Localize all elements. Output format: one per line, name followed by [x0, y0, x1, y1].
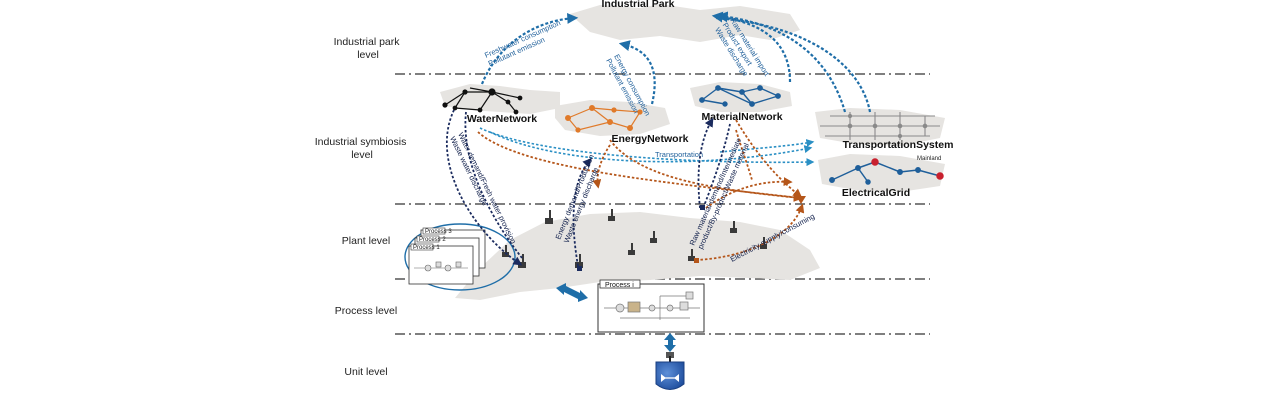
material-node: [757, 85, 763, 91]
material-node: [699, 97, 705, 103]
mainland-label: Mainland: [917, 156, 941, 162]
water-network: [442, 87, 523, 115]
water-node: [513, 109, 519, 115]
process-cards: Process 3 Process 2 Process 1: [408, 227, 486, 285]
water-node: [462, 89, 468, 95]
energy-node: [626, 124, 633, 131]
electrical-grid-network: [829, 158, 944, 185]
process-flowsheet-icon: [604, 291, 700, 320]
double-arrow-icon: [556, 283, 588, 302]
process-flowsheet-icon: [414, 261, 468, 272]
process-unit-arrow: [664, 333, 676, 352]
energy-node: [606, 118, 613, 125]
water-network-label: WaterNetwork: [467, 113, 537, 125]
factory-icon: [760, 237, 767, 249]
process-card-1: Process 1: [408, 243, 474, 285]
svg-text:Process 2: Process 2: [419, 237, 446, 243]
transportation-system-label: TransportationSystem: [843, 139, 954, 151]
reactor-vessel-icon: [655, 352, 685, 390]
energy-node: [564, 114, 571, 121]
svg-text:Process 1: Process 1: [413, 245, 440, 251]
plant-flows: [445, 109, 731, 267]
energy-node: [637, 109, 643, 115]
water-node: [442, 102, 448, 108]
material-network: [699, 85, 781, 107]
svg-text:Process 3: Process 3: [425, 229, 452, 235]
transportation-network: [820, 112, 940, 140]
energy-network: [564, 104, 643, 133]
electrical-grid-label: ElectricalGrid: [842, 187, 910, 199]
energy-network-label: EnergyNetwork: [611, 133, 688, 145]
process-focus-card: Process i: [597, 279, 705, 333]
plant-map: [455, 212, 820, 300]
factory-icon: [650, 231, 657, 243]
water-node: [477, 107, 483, 113]
transportation-label: Transportation: [655, 150, 703, 159]
factory-icon: [608, 209, 615, 221]
level-labels: Industrial park level Industrial symbios…: [315, 36, 410, 378]
level-label-symbiosis: Industrial symbiosis level: [315, 136, 410, 161]
water-node: [505, 99, 511, 105]
water-park-label: Freshwater consumption Pollutant emissio…: [483, 17, 567, 68]
material-node: [722, 101, 728, 107]
electricity-flows: [477, 119, 805, 261]
material-node: [775, 93, 781, 99]
energy-node: [588, 104, 595, 111]
factory-icon: [502, 245, 509, 257]
factory-icon: [688, 249, 695, 261]
energy-node: [575, 127, 581, 133]
water-node: [488, 88, 496, 96]
material-node: [739, 89, 745, 95]
symbiosis-maps: [440, 82, 945, 192]
industrial-park-map: Industrial Park: [570, 0, 800, 42]
factory-icon: [545, 210, 553, 224]
factory-icon: [730, 221, 737, 233]
material-node: [715, 85, 721, 91]
industrial-park-label: Industrial Park: [602, 0, 675, 10]
level-label-process: Process level: [335, 305, 397, 317]
energy-node: [611, 107, 617, 113]
level-label-park: Industrial park level: [334, 36, 403, 61]
park-flows: [480, 11, 872, 113]
factory-icon: [628, 243, 635, 255]
svg-text:Process i: Process i: [605, 282, 634, 289]
material-node: [749, 101, 755, 107]
level-label-plant: Plant level: [342, 235, 390, 247]
material-network-label: MaterialNetwork: [701, 111, 782, 123]
water-node: [517, 95, 523, 101]
water-node: [452, 105, 458, 111]
level-label-unit: Unit level: [344, 366, 387, 378]
factory-icon: [575, 254, 583, 268]
